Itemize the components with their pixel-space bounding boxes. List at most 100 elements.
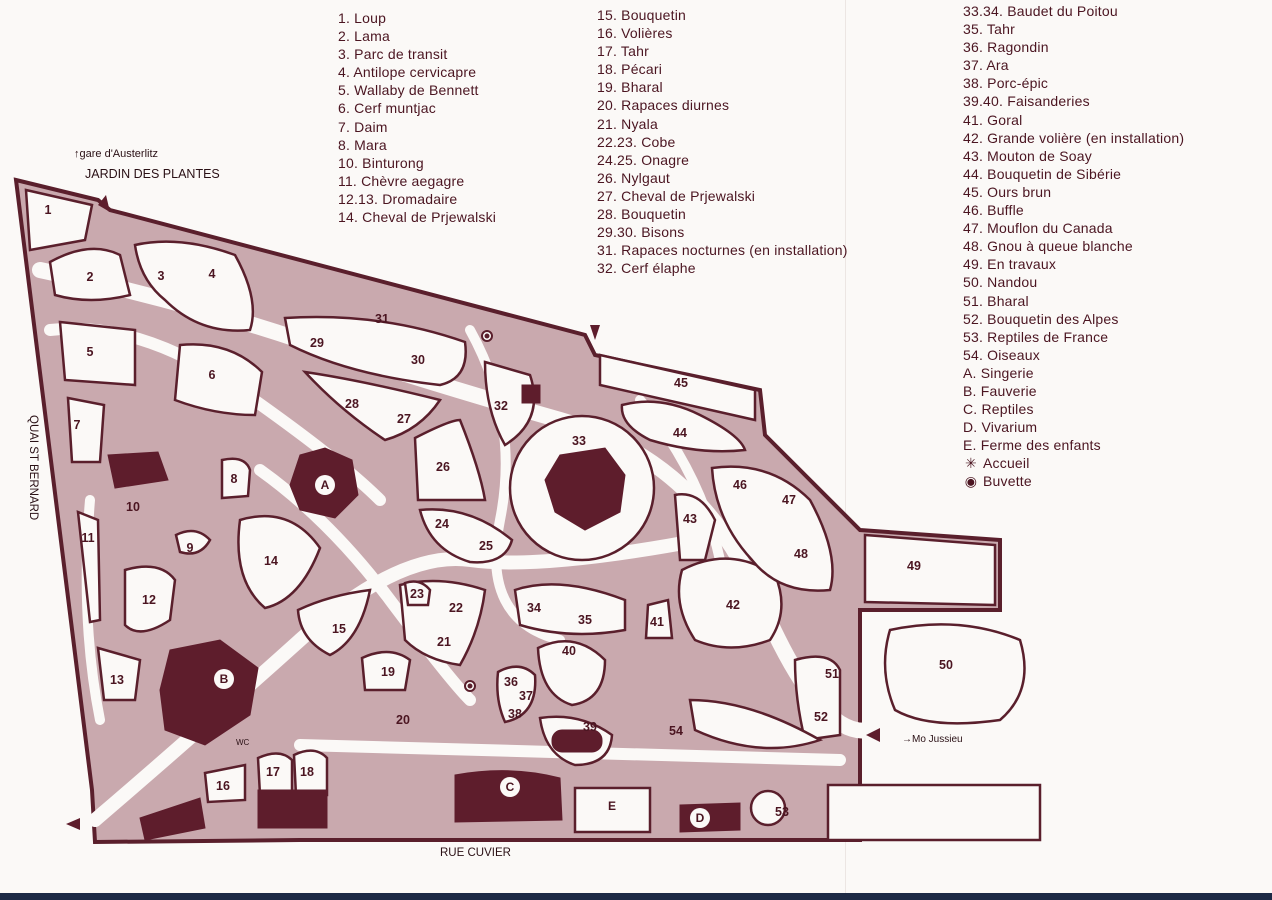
label-54: 54 [669,724,683,738]
legend-item: 18. Pécari [597,61,663,78]
legend-item: 21. Nyala [597,115,658,132]
building-39-inner [551,729,603,753]
enclosure-3-4 [133,240,255,332]
label-15: 15 [332,622,346,636]
label-48: 48 [794,547,808,561]
label-4: 4 [209,267,216,281]
label-17: 17 [266,765,280,779]
label-2: 2 [87,270,94,284]
enclosures [24,188,1042,842]
label-9: 9 [187,541,194,555]
label-40: 40 [562,644,576,658]
enclosure-53 [749,789,787,827]
legend-item: 16. Volières [597,25,673,42]
label-33: 33 [572,434,586,448]
building-32 [521,384,541,404]
label-52: 52 [814,710,828,724]
label-22: 22 [449,601,463,615]
building-labels: A B C D E [214,475,710,828]
enclosure-19 [360,650,412,692]
legend-item: 29.30. Bisons [597,224,685,241]
enclosure-15 [296,588,372,657]
enclosure-8 [220,457,252,500]
enclosure-46-47-48 [710,465,834,592]
label-39: 39 [583,720,597,734]
enclosure-17 [256,752,294,797]
label-36: 36 [504,675,518,689]
legend-item: 37. Ara [963,57,1009,74]
enclosure-50 [883,623,1026,725]
place-labels: ↑gare d'Austerlitz JARDIN DES PLANTES QU… [27,148,963,859]
legend-item: 8. Mara [338,136,387,153]
enclosure-26 [413,418,487,502]
legend-item: 50. Nandou [963,274,1038,291]
buvette-icon: ◉ [964,473,978,490]
label-5: 5 [87,345,94,359]
label-28: 28 [345,397,359,411]
label-30: 30 [411,353,425,367]
asterisk-icon: ✳ [965,455,977,472]
legend-item: 6. Cerf muntjac [338,100,436,117]
legend-item: 35. Tahr [963,21,1015,38]
enclosure-18 [292,749,329,797]
label-10: 10 [126,500,140,514]
label-24: 24 [435,517,449,531]
legend-buvette-label: Buvette [983,473,1032,490]
enclosure-1 [24,188,94,252]
legend-item: 39.40. Faisanderies [963,93,1090,110]
legend-item: E. Ferme des enfants [963,437,1101,454]
building-16 [139,797,206,841]
buildings [107,384,741,841]
enclosure-42 [677,557,783,649]
legend-item: D. Vivarium [963,419,1038,436]
building-33 [544,447,626,531]
enclosure-43 [673,493,717,562]
building-17-18 [257,789,328,829]
label-20: 20 [396,713,410,727]
label-29: 29 [310,336,324,350]
legend-item: 32. Cerf élaphe [597,260,696,277]
enclosure-13 [96,646,142,702]
legend-item: 5. Wallaby de Bennett [338,82,479,99]
legend-item: 17. Tahr [597,43,649,60]
label-47: 47 [782,493,796,507]
legend-item: 44. Bouquetin de Sibérie [963,165,1122,182]
enclosure-9 [174,529,212,555]
enclosure-labels: 1 2 3 4 5 6 7 8 9 10 11 12 13 14 15 16 1… [45,203,953,819]
label-35: 35 [578,613,592,627]
enclosure-40 [536,640,607,707]
station-label: ↑gare d'Austerlitz [74,148,158,160]
legend-item: 24.25. Onagre [597,151,690,168]
enclosure-23 [403,580,432,607]
area-east [826,783,1042,842]
label-23: 23 [410,587,424,601]
enclosure-11 [76,510,102,624]
legend-item: 54. Oiseaux [963,346,1040,363]
label-3: 3 [158,269,165,283]
label-42: 42 [726,598,740,612]
label-8: 8 [231,472,238,486]
label-51: 51 [825,667,839,681]
label-32: 32 [494,399,508,413]
legend-item: 45. Ours brun [963,183,1052,200]
bottom-edge-band [0,893,1272,900]
label-31: 31 [375,312,389,326]
enclosure-5 [58,320,137,387]
enclosure-27-28 [301,370,443,442]
label-50: 50 [939,658,953,672]
buvette-icons [464,330,493,692]
wc-label: WC [236,738,250,747]
enclosure-54 [688,698,824,750]
enclosure-E [573,786,652,834]
legend-column-1: 1. Loup 2. Lama 3. Parc de transit 4. An… [338,9,496,226]
legend-item: 38. Porc-épic [963,75,1049,92]
legend-item: 7. Daim [338,118,388,135]
entrance-arrow-icon [66,818,80,830]
legend-buvette: ◉ Buvette [963,472,1184,490]
enclosure-36-37-38 [496,665,537,724]
legend-item: 43. Mouton de Soay [963,147,1092,164]
label-1: 1 [45,203,52,217]
legend-item: 26. Nylgaut [597,169,671,186]
enclosure-12 [123,565,177,633]
label-44: 44 [673,426,687,440]
